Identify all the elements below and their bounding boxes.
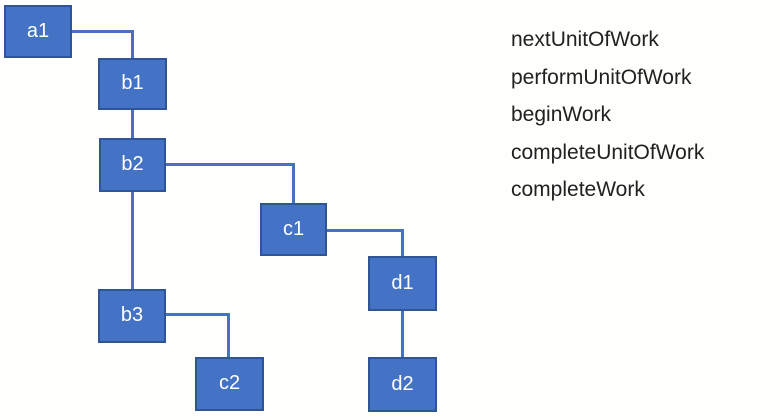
connector-segment-c1-d1	[401, 229, 404, 256]
function-list-item-beginWork: beginWork	[511, 103, 611, 126]
tree-node-c1: c1	[260, 203, 327, 256]
connector-segment-a1-b1	[131, 30, 134, 58]
connector-segment-b1-b2	[131, 110, 134, 138]
connector-segment-a1-b1	[72, 30, 134, 33]
tree-node-d1: d1	[368, 256, 437, 311]
tree-node-label: d2	[391, 372, 414, 395]
tree-node-label: d1	[391, 271, 414, 294]
function-list-item-completeWork: completeWork	[511, 178, 645, 201]
tree-node-label: b1	[121, 72, 144, 94]
function-list-item-completeUnitOfWork: completeUnitOfWork	[511, 140, 705, 164]
connector-segment-c1-d1	[327, 229, 404, 232]
function-list-item-nextUnitOfWork: nextUnitOfWork	[511, 28, 659, 51]
function-name-list: nextUnitOfWork performUnitOfWork beginWo…	[511, 21, 704, 209]
fiber-tree-diagram: a1 b1 b2 c1 d1 b3 c2 d2	[4, 5, 437, 412]
tree-node-label: b3	[120, 304, 144, 326]
tree-node-label: c1	[282, 217, 305, 240]
connector-segment-b3-c2	[227, 313, 230, 357]
tree-node-label: b2	[121, 153, 144, 175]
connector-segment-b2-c1	[166, 163, 295, 166]
tree-node-b1: b1	[98, 58, 167, 110]
tree-node-a1: a1	[4, 5, 72, 58]
tree-node-b3: b3	[98, 289, 166, 343]
tree-node-c2: c2	[195, 357, 264, 411]
connector-segment-b2-c1	[292, 163, 295, 203]
function-list-item-performUnitOfWork: performUnitOfWork	[511, 65, 692, 89]
tree-node-d2: d2	[368, 357, 437, 412]
connector-segment-b2-b3	[131, 192, 134, 289]
connector-segment-d1-d2	[401, 311, 404, 357]
tree-node-b2: b2	[99, 138, 166, 192]
connector-segment-b3-c2	[166, 313, 230, 316]
tree-node-label: a1	[26, 19, 50, 42]
tree-node-label: c2	[218, 372, 241, 394]
